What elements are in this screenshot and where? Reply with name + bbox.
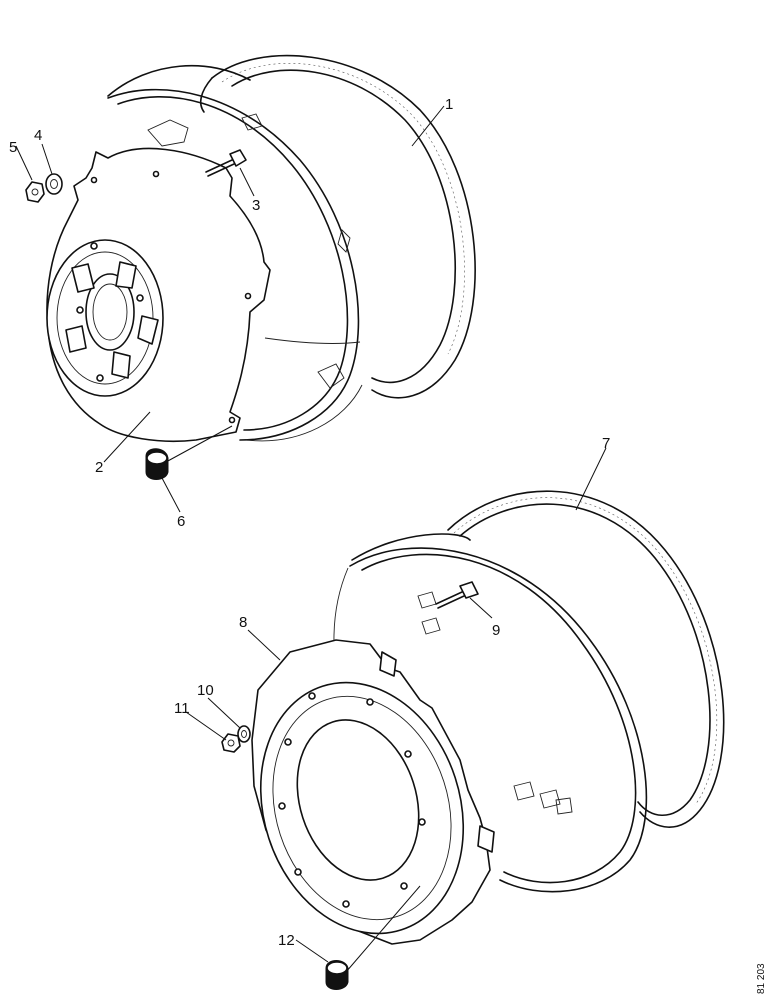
callout-4: 4 — [34, 127, 42, 144]
wheel-centre-disc-lower — [251, 639, 495, 945]
plug-lower — [325, 885, 421, 990]
wheel-rim-upper — [107, 54, 476, 399]
wheel-centre-disc-upper — [46, 147, 271, 443]
wheel-rim-flange-lower — [333, 547, 648, 893]
callout-9: 9 — [492, 622, 500, 639]
callout-2: 2 — [95, 459, 103, 476]
plug-upper — [145, 425, 233, 480]
wheel-rim-lower — [351, 490, 725, 828]
wheel-rim-flange-upper — [107, 88, 363, 442]
callout-1: 1 — [445, 96, 453, 113]
callout-12: 12 — [278, 932, 295, 949]
lower-wheel-assembly — [221, 490, 725, 990]
upper-wheel-assembly — [25, 54, 476, 480]
callout-3: 3 — [252, 197, 260, 214]
reference-code: 81 203 — [756, 963, 767, 994]
callout-6: 6 — [177, 513, 185, 530]
bolt-lower — [435, 581, 479, 609]
callout-7: 7 — [602, 435, 610, 452]
callout-10: 10 — [197, 682, 214, 699]
nut-upper — [25, 181, 45, 203]
callout-8: 8 — [239, 614, 247, 631]
washer-upper — [45, 173, 63, 195]
callout-11: 11 — [174, 700, 190, 717]
nut-lower — [221, 733, 241, 753]
washer-lower — [237, 725, 251, 743]
leader-lines — [15, 105, 607, 963]
bolt-upper — [205, 149, 247, 177]
callout-5: 5 — [9, 139, 17, 156]
